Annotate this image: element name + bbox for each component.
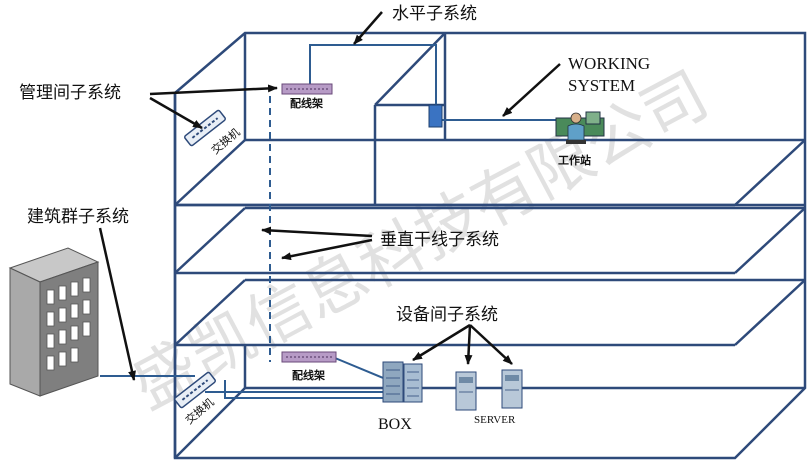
callout-arrows [98,11,561,381]
arrow-horizontal [353,11,383,45]
box-label: BOX [378,416,412,433]
server-icon [455,371,477,411]
label-working-system-2: SYSTEM [568,76,635,95]
wall-outlet-icon [428,104,443,128]
server-label: SERVER [474,414,516,426]
label-admin-subsystem: 管理间子系统 [19,83,121,103]
horizontal-cable-top [309,44,437,108]
workstation-icon [555,111,605,144]
label-working-system-1: WORKING [568,54,650,73]
arrow-admin-2 [149,96,203,130]
arrow-working [502,63,561,117]
equipment-cable-2 [224,380,388,399]
arrow-equipment-1 [412,323,471,362]
arrow-equipment-2 [464,324,473,365]
label-equipment-subsystem: 设备间子系统 [396,305,498,325]
label-backbone-subsystem: 垂直干线子系统 [380,230,499,250]
server-rack-icon [382,361,423,403]
workstation-label: 工作站 [558,153,591,167]
patch-panel-icon [281,351,337,363]
patch-panel-top-label: 配线架 [290,96,323,110]
patch-to-box [334,357,389,381]
patch-panel-icon [281,83,333,95]
cables [100,44,570,399]
arrow-admin-1 [149,84,278,96]
server-icon [501,369,523,409]
building-icon [8,247,100,397]
arrow-equipment-3 [469,324,513,365]
arrow-backbone-1 [261,226,373,238]
patch-panel-bottom-label: 配线架 [292,368,325,382]
switch-icon [174,371,216,409]
label-horizontal-subsystem: 水平子系统 [392,4,477,24]
arrow-backbone-2 [281,238,373,261]
label-campus-subsystem: 建筑群子系统 [27,207,129,227]
arrow-campus [98,227,136,381]
building-structure [173,31,807,460]
